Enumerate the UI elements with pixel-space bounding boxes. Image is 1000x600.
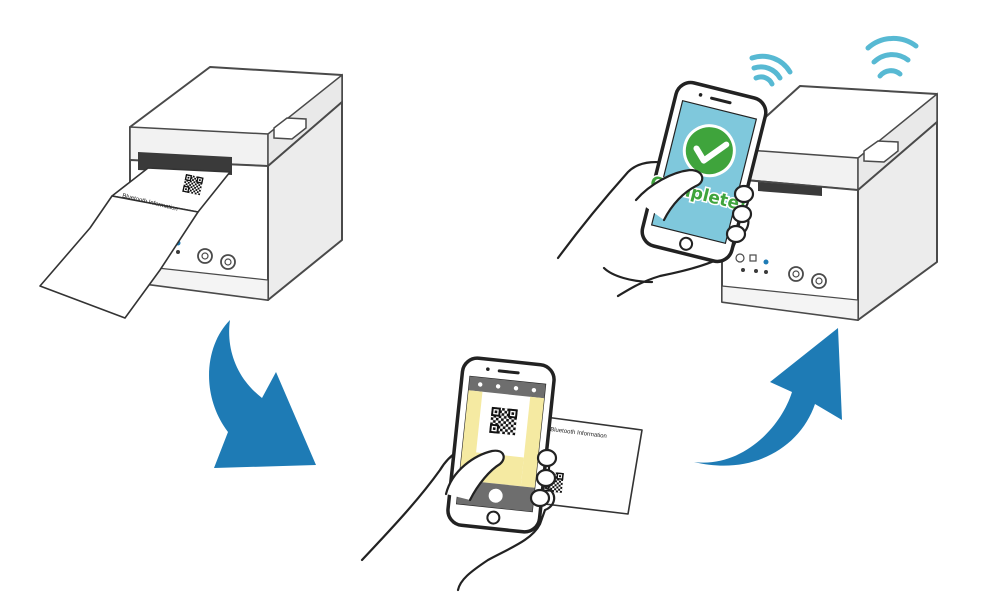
curved-arrow-icon — [209, 320, 316, 468]
printer-button-feed — [197, 248, 213, 264]
thumb — [444, 449, 505, 502]
qr-code-icon — [489, 406, 518, 436]
printer-button-feed — [788, 266, 804, 282]
wireless-signal-icon — [749, 53, 793, 87]
thumb — [634, 168, 704, 222]
fingers — [529, 448, 558, 508]
printer-button-power — [811, 273, 827, 289]
curved-arrow-icon — [694, 328, 842, 466]
fingers — [725, 184, 755, 244]
home-button — [486, 510, 501, 525]
shutter-button — [488, 488, 503, 503]
wireless-signal-icon — [865, 35, 919, 79]
qr-code-icon — [182, 174, 204, 196]
printed-receipt: Bluetooth Information — [39, 167, 231, 319]
printer-icon — [721, 85, 938, 321]
home-button — [679, 236, 694, 251]
printer-button-power — [220, 254, 236, 270]
checkmark-icon — [693, 141, 730, 164]
camera-top-bar — [468, 376, 546, 399]
